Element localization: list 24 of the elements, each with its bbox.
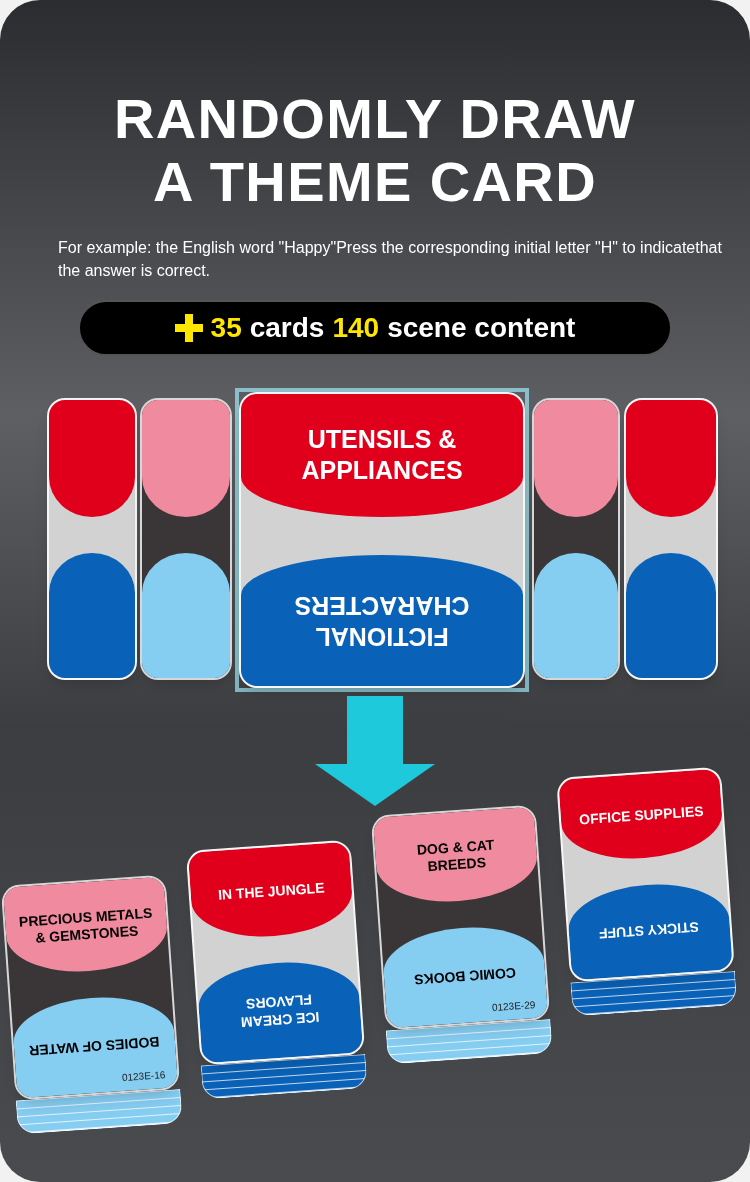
- card-title: UTENSILS & APPLIANCES: [300, 424, 464, 487]
- card-title: PRECIOUS METALS & GEMSTONES: [17, 904, 154, 948]
- theme-card: [47, 398, 137, 680]
- card-code: 0123E-16: [121, 1068, 166, 1085]
- title: RANDOMLY DRAW A THEME CARD: [112, 88, 638, 214]
- theme-card: [624, 398, 718, 680]
- card-subtitle: COMIC BOOKS: [413, 963, 516, 988]
- theme-card: [239, 392, 525, 688]
- card-title: DOG & CAT BREEDS: [415, 835, 496, 877]
- card-title: IN THE JUNGLE: [217, 879, 325, 904]
- card-subtitle: STICKY STUFF: [598, 917, 700, 942]
- block-arrow: [315, 696, 435, 806]
- card-title: OFFICE SUPPLIES: [578, 803, 705, 830]
- card-subtitle: BODIES OF WATER: [28, 1032, 161, 1059]
- description: For example: the English word "Happy"Press the corresponding initial letter "H" to indicatethat the answer is correct.: [58, 238, 723, 282]
- badge-text: scene content: [387, 311, 576, 345]
- card-code: 0123E-29: [491, 998, 536, 1015]
- card-subtitle: FICTIONAL CHARACTERS: [293, 590, 471, 652]
- badge-text: cards: [249, 311, 325, 345]
- card-subtitle: ICE CREAM FLAVORS: [239, 991, 321, 1033]
- theme-card: [140, 398, 232, 680]
- badge-number: 35: [210, 311, 242, 345]
- theme-card: [532, 398, 620, 680]
- badge-number: 140: [332, 311, 380, 345]
